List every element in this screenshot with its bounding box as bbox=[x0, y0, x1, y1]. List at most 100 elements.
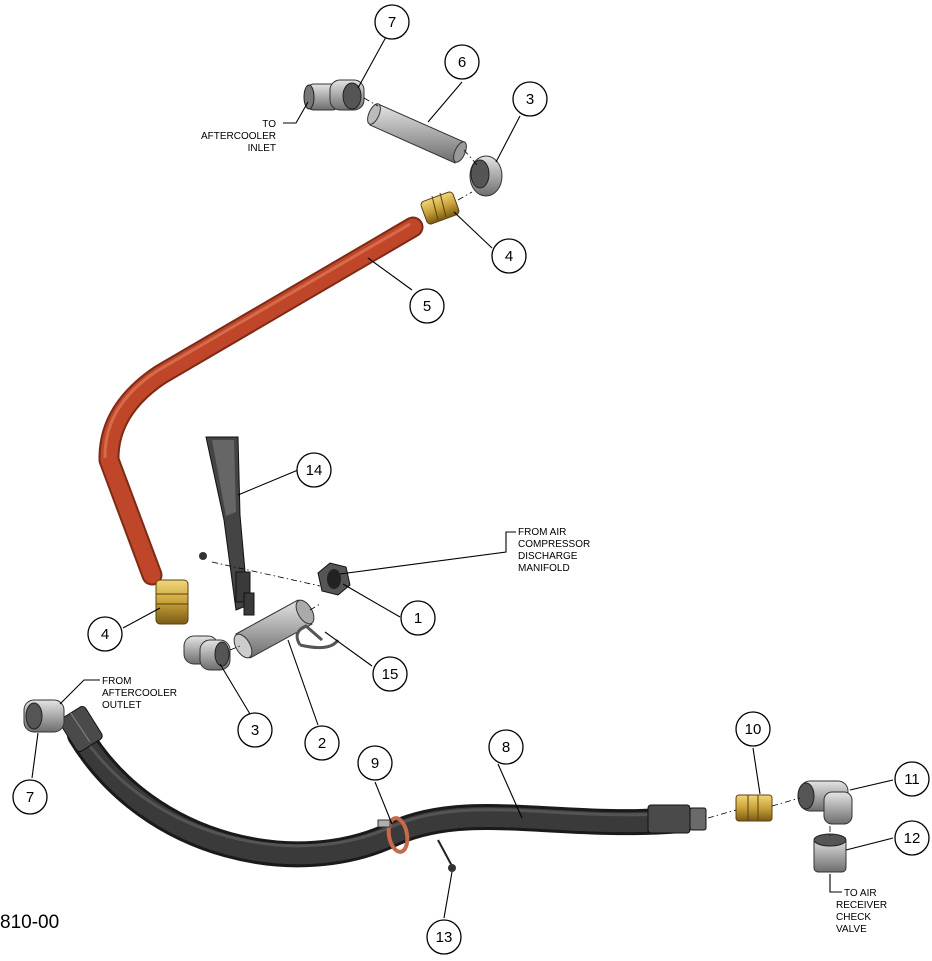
note-receiver-check-valve: TO AIR RECEIVER CHECK VALVE bbox=[836, 888, 887, 935]
note-line: AFTERCOOLER bbox=[201, 131, 276, 142]
balloon-number: 9 bbox=[371, 755, 379, 772]
brass-fitting-top bbox=[420, 191, 460, 225]
balloon-circle bbox=[488, 729, 524, 765]
bracket-bolt bbox=[199, 552, 207, 560]
u-bolt bbox=[295, 624, 340, 650]
callout-balloon: 8 bbox=[488, 729, 524, 765]
balloon-number: 3 bbox=[526, 91, 534, 108]
note-line: TO AIR bbox=[844, 888, 877, 899]
coupling-right bbox=[813, 833, 847, 873]
balloon-circle bbox=[237, 712, 273, 748]
callout-balloon: 14 bbox=[296, 452, 332, 488]
balloon-number: 2 bbox=[318, 735, 326, 752]
balloon-circle bbox=[87, 616, 123, 652]
note-aftercooler-inlet: TO AFTERCOOLER INLET bbox=[201, 119, 276, 154]
balloon-circle bbox=[491, 238, 527, 274]
balloon-circle bbox=[374, 4, 410, 40]
balloon-circle bbox=[894, 761, 930, 797]
balloon-circle bbox=[735, 711, 771, 747]
leader-lines bbox=[31, 36, 894, 919]
brass-fitting-lower bbox=[155, 579, 189, 625]
centerline-right bbox=[707, 797, 831, 836]
hose-end-left bbox=[59, 705, 103, 753]
callout-balloon: 7 bbox=[12, 779, 48, 815]
elbow-fitting-top bbox=[303, 79, 365, 111]
balloon-number: 7 bbox=[388, 14, 396, 31]
balloon-number: 4 bbox=[505, 248, 513, 265]
callout-balloons: 7 6 3 4 5 14 1 15 2 4 3 7 9 8 10 11 12 13 bbox=[12, 4, 930, 955]
drawing-number: 810-00 bbox=[0, 912, 60, 933]
balloon-number: 15 bbox=[382, 666, 399, 683]
balloon-circle bbox=[512, 81, 548, 117]
callout-balloon: 4 bbox=[491, 238, 527, 274]
balloon-number: 10 bbox=[745, 721, 762, 738]
callout-balloon: 2 bbox=[304, 725, 340, 761]
balloon-number: 3 bbox=[251, 722, 259, 739]
pipe-nipple-middle bbox=[233, 599, 315, 659]
callout-balloon: 4 bbox=[87, 616, 123, 652]
note-line: CHECK bbox=[836, 912, 871, 923]
hex-bushing bbox=[317, 562, 351, 596]
balloon-number: 7 bbox=[26, 789, 34, 806]
note-compressor-discharge: FROM AIR COMPRESSOR DISCHARGE MANIFOLD bbox=[518, 527, 590, 574]
note-line: FROM AIR bbox=[518, 527, 566, 538]
callout-balloon: 7 bbox=[374, 4, 410, 40]
balloon-circle bbox=[894, 820, 930, 856]
centerline-top bbox=[363, 97, 479, 201]
balloon-number: 5 bbox=[423, 298, 431, 315]
balloon-number: 14 bbox=[306, 462, 323, 479]
balloon-number: 11 bbox=[904, 771, 920, 788]
hose-end-right bbox=[647, 804, 707, 834]
note-line: DISCHARGE bbox=[518, 551, 578, 562]
balloon-number: 6 bbox=[458, 54, 466, 71]
note-line: OUTLET bbox=[102, 700, 141, 711]
note-line: AFTERCOOLER bbox=[102, 688, 177, 699]
balloon-number: 4 bbox=[101, 626, 109, 643]
balloon-number: 1 bbox=[414, 610, 422, 627]
note-line: TO bbox=[262, 119, 276, 130]
elbow-fitting-right bbox=[797, 780, 853, 825]
callout-balloon: 15 bbox=[372, 656, 408, 692]
elbow-fitting-lower bbox=[183, 635, 231, 671]
callout-balloon: 9 bbox=[357, 745, 393, 781]
elbow-fitting-lower-left bbox=[23, 699, 65, 733]
balloon-circle bbox=[304, 725, 340, 761]
balloon-circle bbox=[409, 288, 445, 324]
screw bbox=[437, 839, 456, 872]
balloon-circle bbox=[426, 919, 462, 955]
note-line: COMPRESSOR bbox=[518, 539, 590, 550]
balloon-number: 8 bbox=[502, 739, 510, 756]
centerline-middle bbox=[211, 561, 321, 651]
note-aftercooler-outlet: FROM AFTERCOOLER OUTLET bbox=[102, 676, 177, 711]
note-line: MANIFOLD bbox=[518, 563, 570, 574]
balloon-number: 13 bbox=[436, 929, 453, 946]
callout-balloon: 5 bbox=[409, 288, 445, 324]
balloon-circle bbox=[12, 779, 48, 815]
balloon-circle bbox=[372, 656, 408, 692]
note-line: INLET bbox=[248, 143, 276, 154]
balloon-circle bbox=[400, 600, 436, 636]
balloon-number: 12 bbox=[904, 830, 921, 847]
callout-balloon: 13 bbox=[426, 919, 462, 955]
callout-balloon: 1 bbox=[400, 600, 436, 636]
callout-balloon: 11 bbox=[894, 761, 930, 797]
brass-adapter-right bbox=[735, 794, 773, 822]
clamp-pieces bbox=[235, 571, 255, 616]
coupling-top bbox=[469, 155, 503, 197]
balloon-circle bbox=[296, 452, 332, 488]
black-hose bbox=[59, 705, 707, 868]
pipe-nipple-top bbox=[367, 103, 467, 164]
callout-balloon: 3 bbox=[512, 81, 548, 117]
copper-tube bbox=[98, 216, 424, 586]
callout-balloon: 10 bbox=[735, 711, 771, 747]
hose-clamp bbox=[377, 816, 410, 854]
balloon-circle bbox=[357, 745, 393, 781]
note-line: FROM bbox=[102, 676, 131, 687]
balloon-circle bbox=[444, 44, 480, 80]
note-line: RECEIVER bbox=[836, 900, 887, 911]
callout-balloon: 12 bbox=[894, 820, 930, 856]
callout-balloon: 3 bbox=[237, 712, 273, 748]
callout-balloon: 6 bbox=[444, 44, 480, 80]
note-line: VALVE bbox=[836, 924, 867, 935]
